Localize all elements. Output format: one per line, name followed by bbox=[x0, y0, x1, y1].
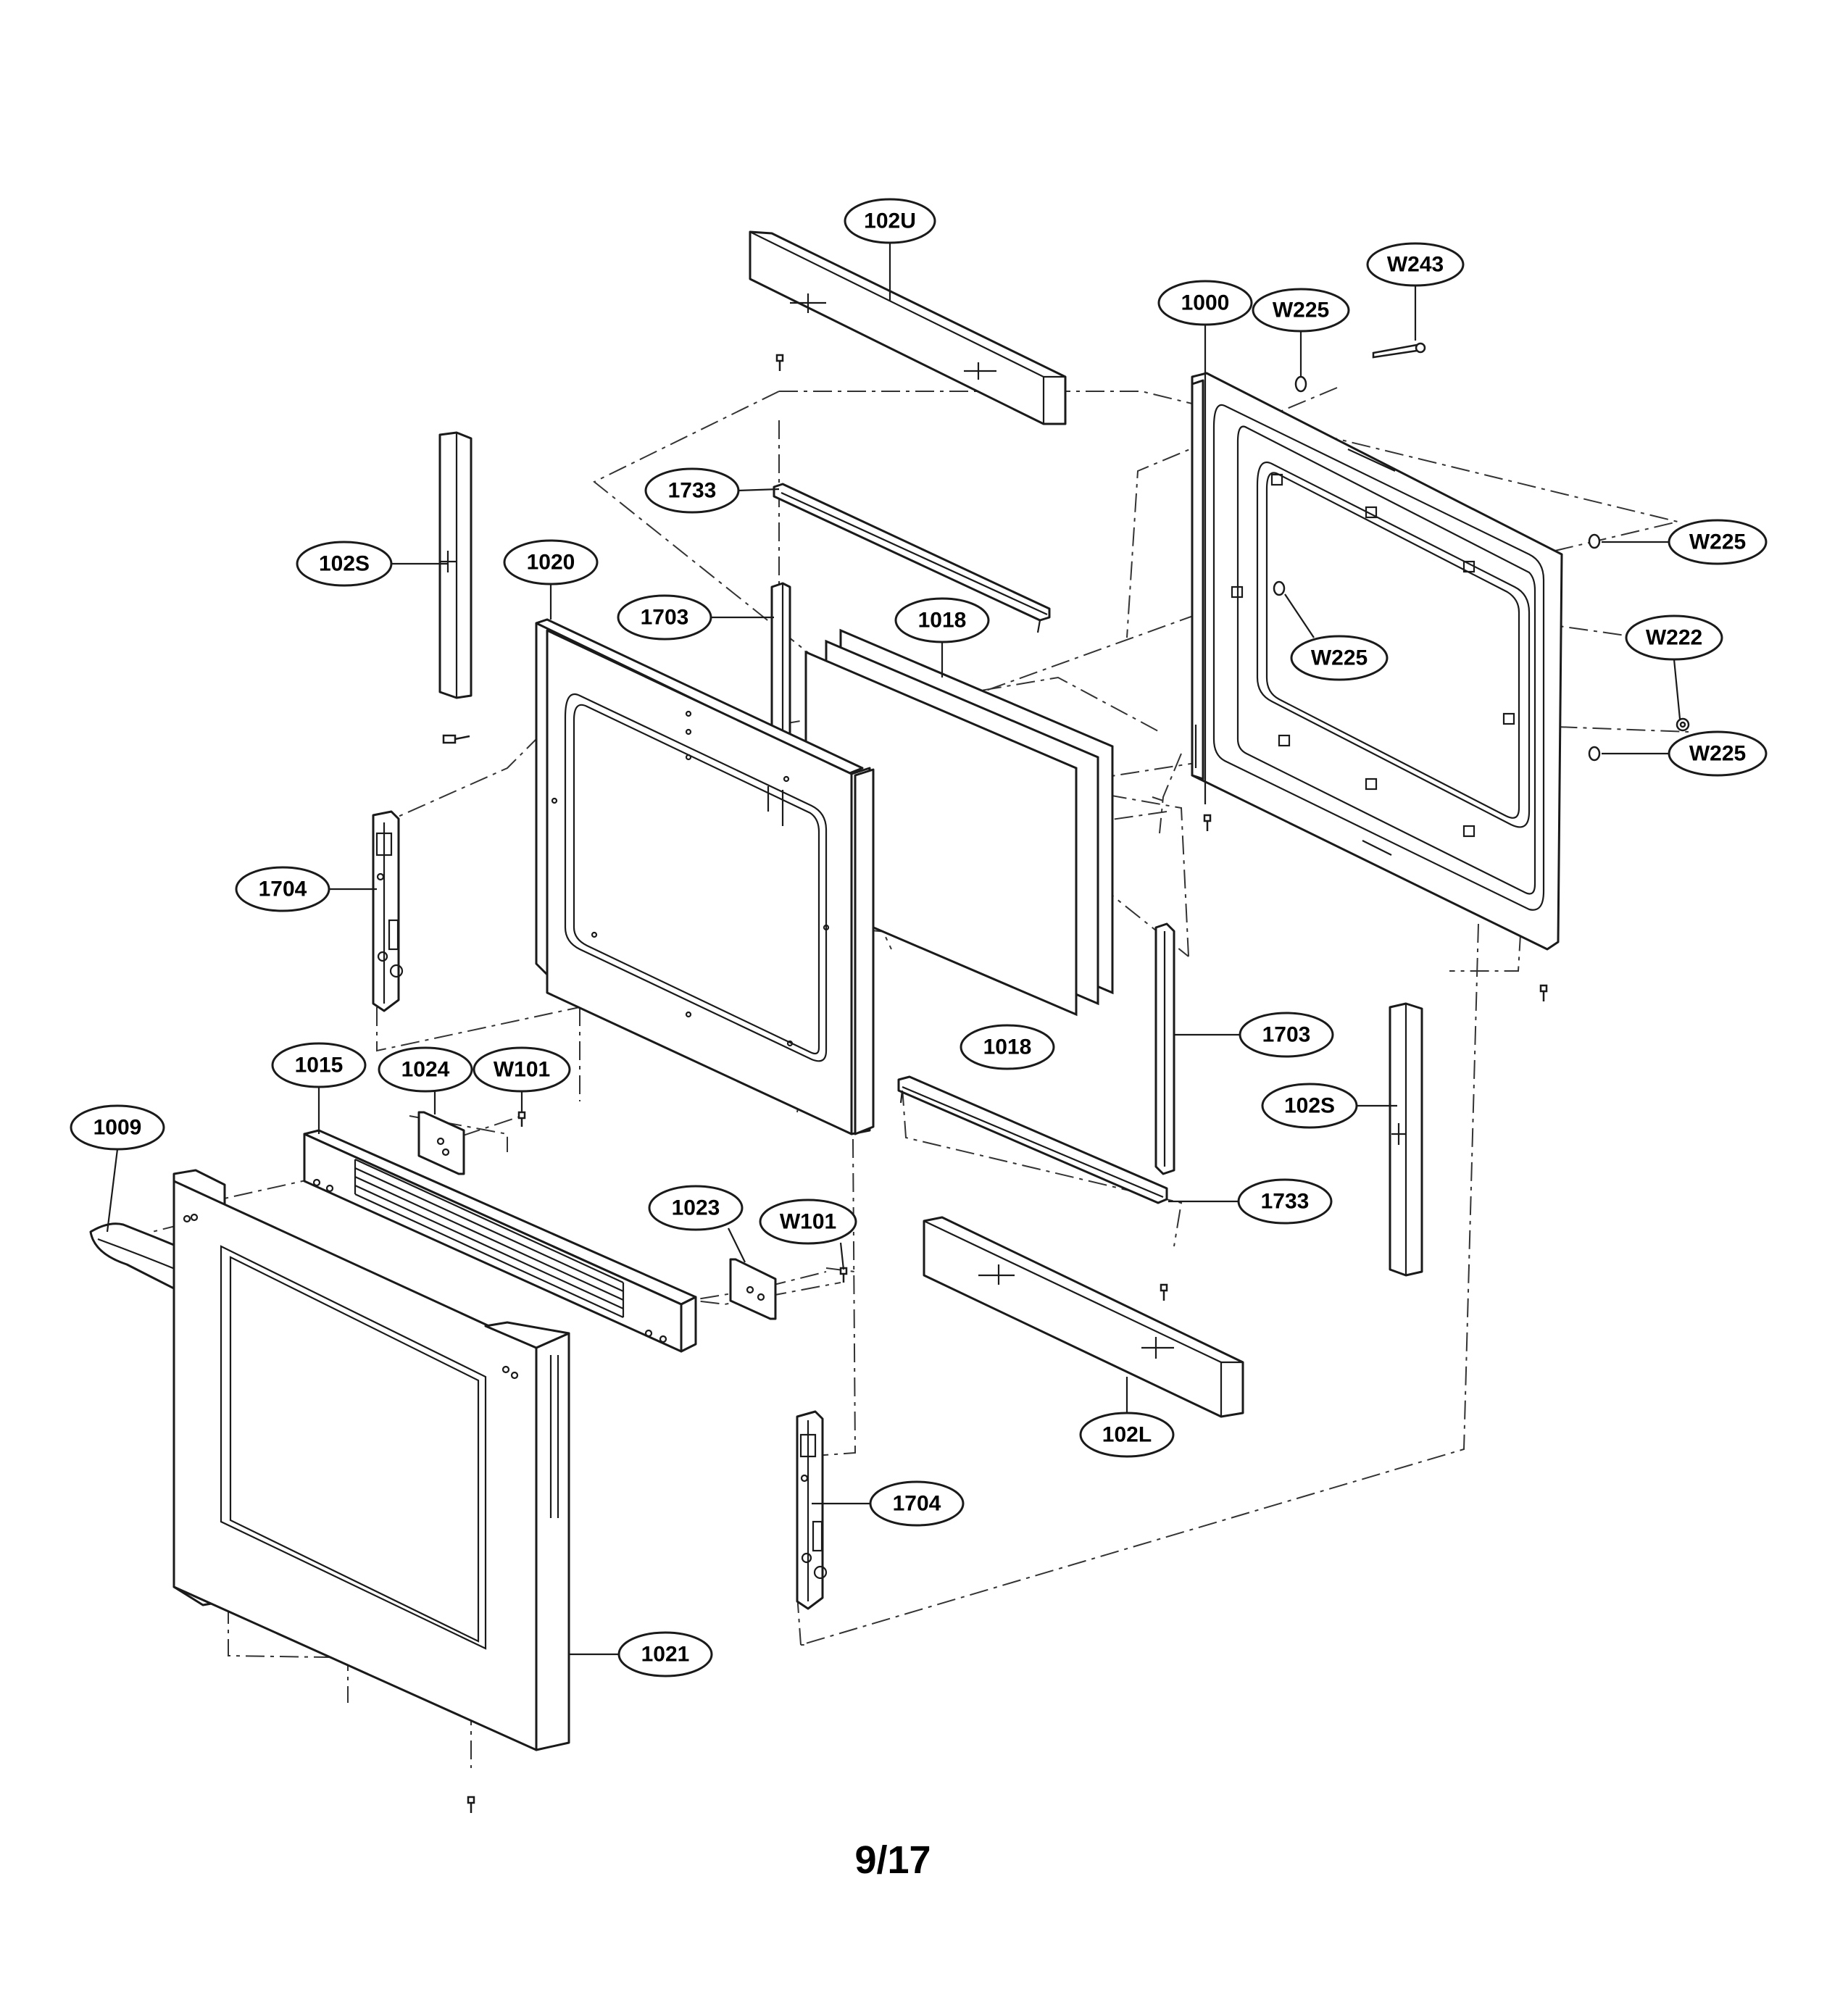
bracket-1733-bottom bbox=[897, 1075, 1168, 1204]
callout-W243: W243 bbox=[1366, 242, 1465, 287]
callout-1021: 1021 bbox=[617, 1631, 713, 1677]
callout-label: W225 bbox=[1689, 742, 1746, 766]
screw-bottom bbox=[467, 1796, 475, 1813]
callout-label: 1733 bbox=[668, 479, 717, 503]
callout-1703-left: 1703 bbox=[617, 594, 712, 641]
callout-1703-right: 1703 bbox=[1239, 1012, 1334, 1058]
outer-door-1021 bbox=[172, 1169, 570, 1751]
callout-1733-top: 1733 bbox=[644, 467, 740, 514]
callout-W225-right2: W225 bbox=[1668, 730, 1768, 777]
callout-102S-right: 102S bbox=[1261, 1083, 1358, 1129]
clip-1703-right bbox=[1154, 922, 1175, 1175]
callout-W225-top: W225 bbox=[1252, 288, 1350, 333]
callout-W225-mid: W225 bbox=[1290, 635, 1389, 681]
screw-liner-bottom-right bbox=[1539, 984, 1548, 1001]
callout-102U: 102U bbox=[844, 198, 936, 244]
callout-label: 1703 bbox=[641, 606, 689, 630]
callout-label: 1021 bbox=[641, 1643, 690, 1667]
screw-W101-right bbox=[839, 1267, 848, 1283]
callout-102S-left: 102S bbox=[296, 541, 393, 587]
callout-label: W225 bbox=[1689, 530, 1746, 554]
callout-label: W225 bbox=[1311, 646, 1368, 670]
callout-1020: 1020 bbox=[503, 539, 599, 585]
side-trim-102S-right bbox=[1389, 1002, 1423, 1277]
bottom-trim-102L bbox=[923, 1216, 1244, 1418]
callout-W222: W222 bbox=[1625, 614, 1723, 661]
callout-102L: 102L bbox=[1079, 1412, 1175, 1458]
callout-label: W101 bbox=[494, 1058, 550, 1082]
top-trim-102U bbox=[749, 230, 1067, 425]
callout-label: W101 bbox=[780, 1210, 836, 1234]
callout-label: W225 bbox=[1273, 299, 1329, 322]
callout-label: 1018 bbox=[918, 609, 967, 633]
screw-W243 bbox=[1372, 342, 1426, 359]
callout-1023: 1023 bbox=[648, 1185, 744, 1231]
leader-lines bbox=[106, 243, 1681, 1656]
callout-label: W243 bbox=[1387, 253, 1444, 277]
inner-door-1020 bbox=[535, 618, 875, 1135]
callout-label: 1704 bbox=[259, 878, 307, 901]
screw-top bbox=[775, 354, 784, 371]
callout-label: 1023 bbox=[672, 1196, 720, 1220]
plate-1024 bbox=[417, 1111, 465, 1175]
plate-1023 bbox=[729, 1258, 777, 1320]
callout-W101-left: W101 bbox=[473, 1046, 571, 1093]
callout-1000: 1000 bbox=[1157, 280, 1253, 326]
screw-W101-left bbox=[517, 1111, 526, 1127]
callout-label: 1703 bbox=[1262, 1023, 1311, 1047]
washer-W225-right1 bbox=[1588, 533, 1601, 549]
screw-left-trim bbox=[442, 734, 470, 744]
bracket-1733-top bbox=[773, 483, 1051, 633]
screw-lower-trim bbox=[1160, 1283, 1168, 1301]
callout-1018-top: 1018 bbox=[894, 597, 990, 643]
vent-bracket-1015 bbox=[303, 1129, 697, 1353]
callout-1704-right: 1704 bbox=[869, 1480, 965, 1527]
callout-label: W222 bbox=[1646, 626, 1702, 650]
screw-W222 bbox=[1676, 717, 1690, 732]
callout-label: 102S bbox=[319, 552, 370, 576]
callout-label: 1018 bbox=[983, 1035, 1032, 1059]
callout-label: 102U bbox=[864, 209, 916, 233]
callout-1704-left: 1704 bbox=[235, 866, 330, 912]
callout-label: 1020 bbox=[527, 551, 575, 575]
washer-W225-mid bbox=[1273, 580, 1286, 596]
callout-1733-bottom: 1733 bbox=[1237, 1178, 1333, 1225]
side-trim-102S-left bbox=[438, 431, 473, 699]
callout-1024: 1024 bbox=[378, 1046, 473, 1093]
washer-W225-top bbox=[1294, 375, 1307, 393]
callout-label: 102L bbox=[1102, 1423, 1152, 1447]
hinge-1704-left bbox=[372, 810, 404, 1012]
callout-label: 1000 bbox=[1181, 291, 1230, 315]
callout-1015: 1015 bbox=[271, 1042, 367, 1088]
screw-liner-bottom-left bbox=[1203, 814, 1212, 831]
callout-1018-bottom: 1018 bbox=[960, 1024, 1055, 1070]
callout-label: 1704 bbox=[893, 1492, 941, 1516]
washer-W225-right2 bbox=[1588, 746, 1601, 762]
callout-label: 1024 bbox=[401, 1058, 450, 1082]
callout-label: 1733 bbox=[1261, 1190, 1310, 1214]
callout-label: 1015 bbox=[295, 1054, 344, 1077]
page-number: 9/17 bbox=[854, 1838, 931, 1882]
hinge-1704-right bbox=[796, 1410, 828, 1610]
callout-label: 1009 bbox=[93, 1116, 142, 1140]
callout-W225-right1: W225 bbox=[1668, 519, 1768, 565]
callout-W101-right: W101 bbox=[759, 1199, 857, 1245]
callout-label: 102S bbox=[1284, 1094, 1335, 1118]
callout-1009: 1009 bbox=[70, 1104, 165, 1151]
